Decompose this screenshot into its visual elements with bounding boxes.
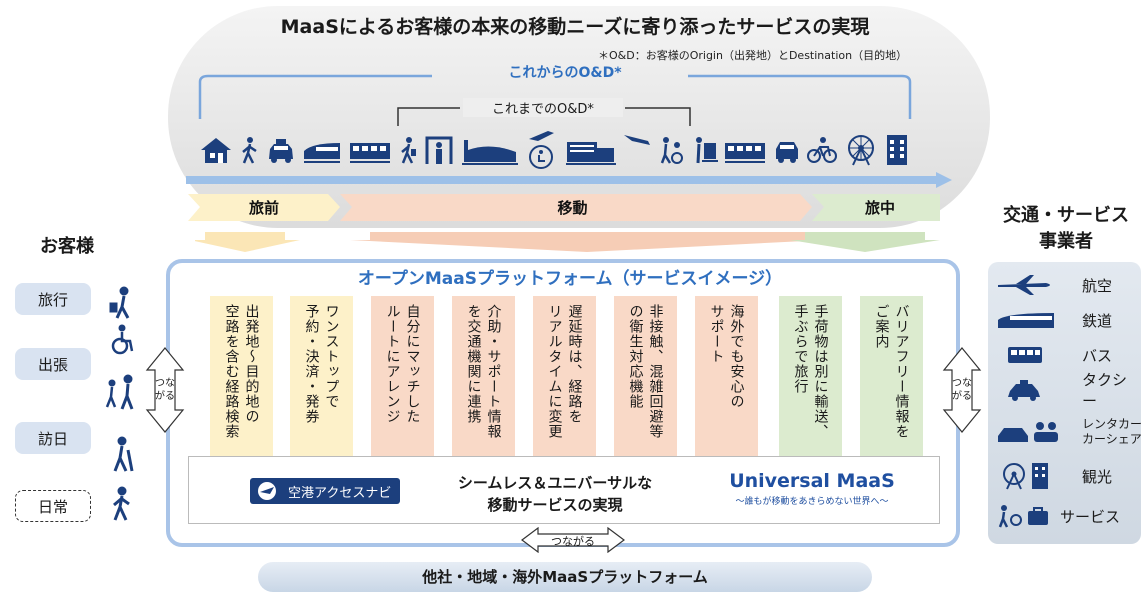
plane-landing-icon xyxy=(624,135,650,145)
traveler-icon xyxy=(109,286,130,319)
hotel-icon xyxy=(887,135,907,165)
security-gate-icon xyxy=(425,136,453,164)
luggage-cart-icon xyxy=(696,137,718,164)
other-maas-platforms: 他社・地域・海外MaaSプラットフォーム xyxy=(258,562,872,592)
service-icon xyxy=(998,505,1048,528)
train-icon xyxy=(350,143,390,163)
ferris-wheel-icon xyxy=(848,135,874,166)
future-od-label: これからのO&D* xyxy=(508,65,622,81)
sightseeing-icon xyxy=(1003,463,1048,490)
provider-bus: バス xyxy=(996,339,1138,371)
journey-icon-row-right xyxy=(720,128,912,172)
connect-arrow-right: つながる xyxy=(942,346,982,434)
connect-label-left: つながる xyxy=(155,378,175,402)
service-route-search: 出発地～目的地の 空路を含む経路検索 xyxy=(210,296,273,458)
universal-maas-tagline: ～誰もが移動をあきらめない世界へ～ xyxy=(735,497,889,507)
connect-label-right: つながる xyxy=(952,378,972,402)
bus-icon xyxy=(776,142,798,163)
provider-rental-car: レンタカー カーシェア xyxy=(996,412,1142,452)
past-od-bracket xyxy=(397,107,691,126)
service-hygiene: 非接触、混雑回避等 の衛生対応機能 xyxy=(614,296,677,458)
future-od-bracket xyxy=(198,74,912,119)
timeline-arrow xyxy=(186,172,952,188)
family-icon xyxy=(105,374,134,410)
customer-tag-business: 出張 xyxy=(15,348,91,380)
journey-background xyxy=(168,6,990,228)
navi-logo-icon xyxy=(258,482,276,500)
service-assistance-info: 介助・サポート情報 を交通機関に連携 xyxy=(452,296,515,458)
walking-traveler-icon xyxy=(401,137,416,164)
service-arrange-route: 自分にマッチした ルートにアレンジ xyxy=(371,296,434,458)
provider-sightseeing: 観光 xyxy=(996,460,1138,492)
elderly-icon xyxy=(113,436,134,472)
providers-title: 交通・サービス 事業者 xyxy=(1003,205,1129,252)
bus-icon xyxy=(1008,347,1042,363)
customer-tag-travel: 旅行 xyxy=(15,283,91,315)
train-icon xyxy=(998,313,1054,328)
commuter-icon xyxy=(113,486,130,521)
customer-tag-inbound: 訪日 xyxy=(15,422,91,454)
od-note: ＊O&D：お客様のOrigin（出発地）とDestination（目的地） xyxy=(598,49,908,62)
airport-access-navi-logo: 空港アクセスナビ xyxy=(250,478,400,504)
bicycle-icon xyxy=(807,137,837,163)
airport-terminal-icon xyxy=(462,140,518,165)
connect-arrow-down: つながる xyxy=(520,526,626,554)
provider-airline: 航空 xyxy=(996,269,1138,301)
taxi-icon xyxy=(269,139,293,163)
journey-icon-row xyxy=(195,128,723,172)
connect-label-bottom: つながる xyxy=(551,535,595,548)
taxi-icon xyxy=(1008,380,1040,401)
train-icon xyxy=(725,143,765,163)
wheelchair-icon xyxy=(111,324,134,355)
page-title: MaaSによるお客様の本来の移動ニーズに寄り添ったサービスの実現 xyxy=(280,16,870,38)
down-arrows xyxy=(195,232,940,252)
phase-before: 旅前 xyxy=(248,199,279,217)
connect-arrow-left: つながる xyxy=(145,346,185,434)
universal-maas-logo: Universal MaaS xyxy=(729,470,895,492)
service-baggage: 手荷物は別に輸送、 手ぶらで旅行 xyxy=(779,296,842,458)
service-overseas-support: 海外でも安心の サポート xyxy=(695,296,758,458)
phase-moving: 移動 xyxy=(557,199,588,217)
past-od-label: これまでのO&D* xyxy=(463,98,623,117)
provider-taxi: タクシー xyxy=(996,371,1138,410)
service-delay-reroute: 遅延時は、経路を リアルタイムに変更 xyxy=(533,296,596,458)
shinkansen-icon xyxy=(304,143,340,163)
departure-terminal-icon xyxy=(566,142,616,165)
customers-title: お客様 xyxy=(40,236,94,257)
house-icon xyxy=(201,138,231,163)
service-one-stop: ワンストップで 予約・決済・発券 xyxy=(290,296,353,458)
seamless-message: シームレス＆ユニバーサルな 移動サービスの実現 xyxy=(457,474,653,514)
phase-during: 旅中 xyxy=(864,199,895,217)
providers-panel xyxy=(988,262,1141,544)
service-barrier-free: バリアフリー情報を ご案内 xyxy=(860,296,923,458)
phase-chevrons xyxy=(188,194,940,221)
provider-railway: 鉄道 xyxy=(996,304,1138,336)
platform-title: オープンMaaSプラットフォーム（サービスイメージ） xyxy=(357,269,783,289)
customer-tag-daily: 日常 xyxy=(15,490,91,522)
car-sharing-icon xyxy=(998,422,1058,442)
walking-person-icon xyxy=(242,137,257,164)
provider-service: サービス xyxy=(996,500,1138,532)
plane-takeoff-icon xyxy=(529,131,554,169)
customer-figures xyxy=(105,286,134,521)
assisted-walk-icon xyxy=(660,137,683,164)
airplane-icon xyxy=(998,275,1050,295)
